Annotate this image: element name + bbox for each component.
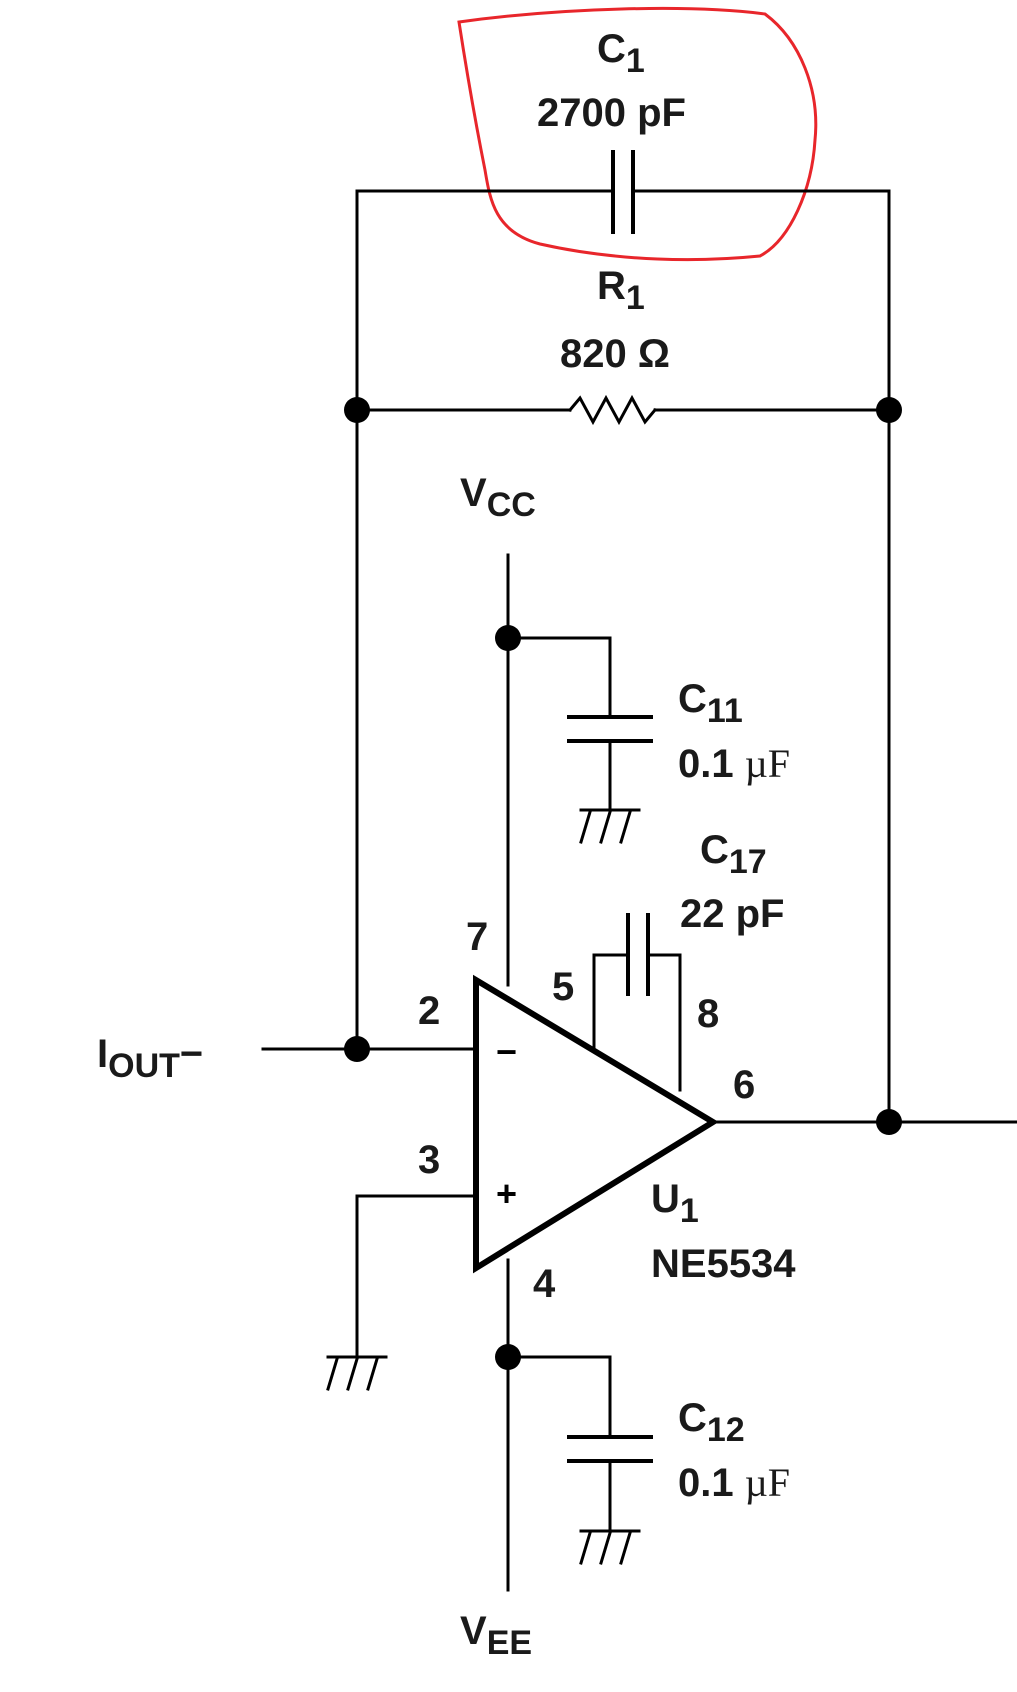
vcc-label: VCC [460,471,536,524]
non-inverting-input-sign: + [496,1173,517,1214]
vee-label: VEE [460,1609,532,1662]
pin-5-label: 5 [552,965,574,1009]
pin-7-label: 7 [466,915,488,959]
pin-6-label: 6 [733,1063,755,1107]
ground-symbol-c12 [579,1529,641,1565]
r1-value: 820 Ω [560,332,670,376]
feedback-resistor-r1 [355,394,891,426]
bypass-capacitor-c11 [567,715,653,812]
junction-dot [495,625,521,651]
ground-symbol-input [326,1355,388,1391]
c12-label: C12 [678,1396,745,1449]
junction-dot [876,1109,902,1135]
compensation-capacitor-c17 [592,913,682,1092]
u1-label: U1 [651,1177,699,1230]
pin-2-label: 2 [418,989,440,1033]
c1-value: 2700 pF [537,91,686,135]
r1-label: R1 [597,264,645,317]
junction-dot [495,1344,521,1370]
c17-value: 22 pF [680,892,784,936]
iout-label: IOUT− [97,1032,203,1085]
inverting-input-sign: − [496,1031,517,1072]
c17-label: C17 [700,828,767,881]
opamp-u1-body [473,974,719,1274]
junction-dot [344,1036,370,1062]
c1-highlight-circle [457,6,818,262]
c11-value: 0.1 µF [678,741,790,786]
feedback-capacitor-c1 [355,150,891,234]
vee-supply-wire [506,1258,612,1592]
c11-label: C11 [678,677,743,730]
c12-value: 0.1 µF [678,1460,790,1505]
junction-dot [344,397,370,423]
vcc-supply-wire [506,553,612,987]
u1-part-number: NE5534 [651,1242,796,1286]
pin-3-label: 3 [418,1138,440,1182]
junction-dot [876,397,902,423]
pin-4-label: 4 [533,1262,556,1306]
ground-symbol-c11 [579,808,641,844]
non-inverting-ground-wire [355,1194,478,1359]
c1-label: C1 [597,27,645,80]
pin-8-label: 8 [697,992,719,1036]
bypass-capacitor-c12 [567,1435,653,1533]
